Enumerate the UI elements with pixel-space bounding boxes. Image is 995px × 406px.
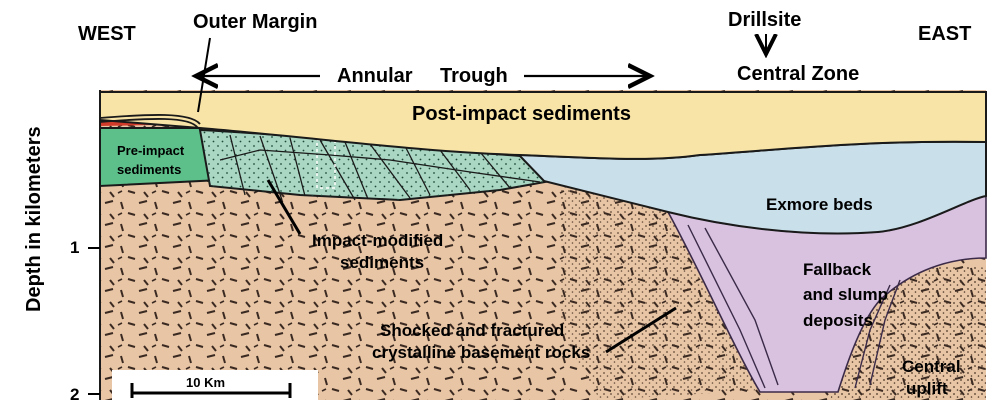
tick-label-1: 1	[70, 238, 79, 257]
outer-margin-label: Outer Margin	[193, 11, 317, 33]
drillsite-label: Drillsite	[728, 9, 801, 31]
fallback-label-line1: Fallback	[803, 260, 872, 279]
pre-impact-label-line2: sediments	[117, 162, 181, 177]
post-impact-label: Post-impact sediments	[412, 103, 631, 125]
west-label: WEST	[78, 23, 136, 45]
impact-modified-label-line2: sediments	[340, 253, 424, 272]
fallback-label-line3: deposits	[803, 311, 873, 330]
shocked-rocks-label-line2: crystalline basement rocks	[372, 343, 590, 362]
annular-label: Annular	[337, 65, 413, 87]
shocked-rocks-label-line1: Shocked and fractured	[380, 321, 564, 340]
exmore-beds-label: Exmore beds	[766, 195, 873, 214]
central-uplift-label-line2: uplift	[906, 379, 948, 398]
east-label: EAST	[918, 23, 971, 45]
fallback-label-line2: and slump	[803, 285, 888, 304]
central-zone-label: Central Zone	[737, 63, 859, 85]
pre-impact-label-line1: Pre-impact	[117, 143, 185, 158]
trough-label: Trough	[440, 65, 508, 87]
impact-modified-label-line1: Impact-modified	[312, 231, 443, 250]
tick-label-2: 2	[70, 385, 79, 404]
scale-bar-label: 10 Km	[186, 375, 225, 390]
depth-axis-label: Depth in kilometers	[23, 126, 45, 312]
central-uplift-label-line1: Central	[902, 357, 961, 376]
